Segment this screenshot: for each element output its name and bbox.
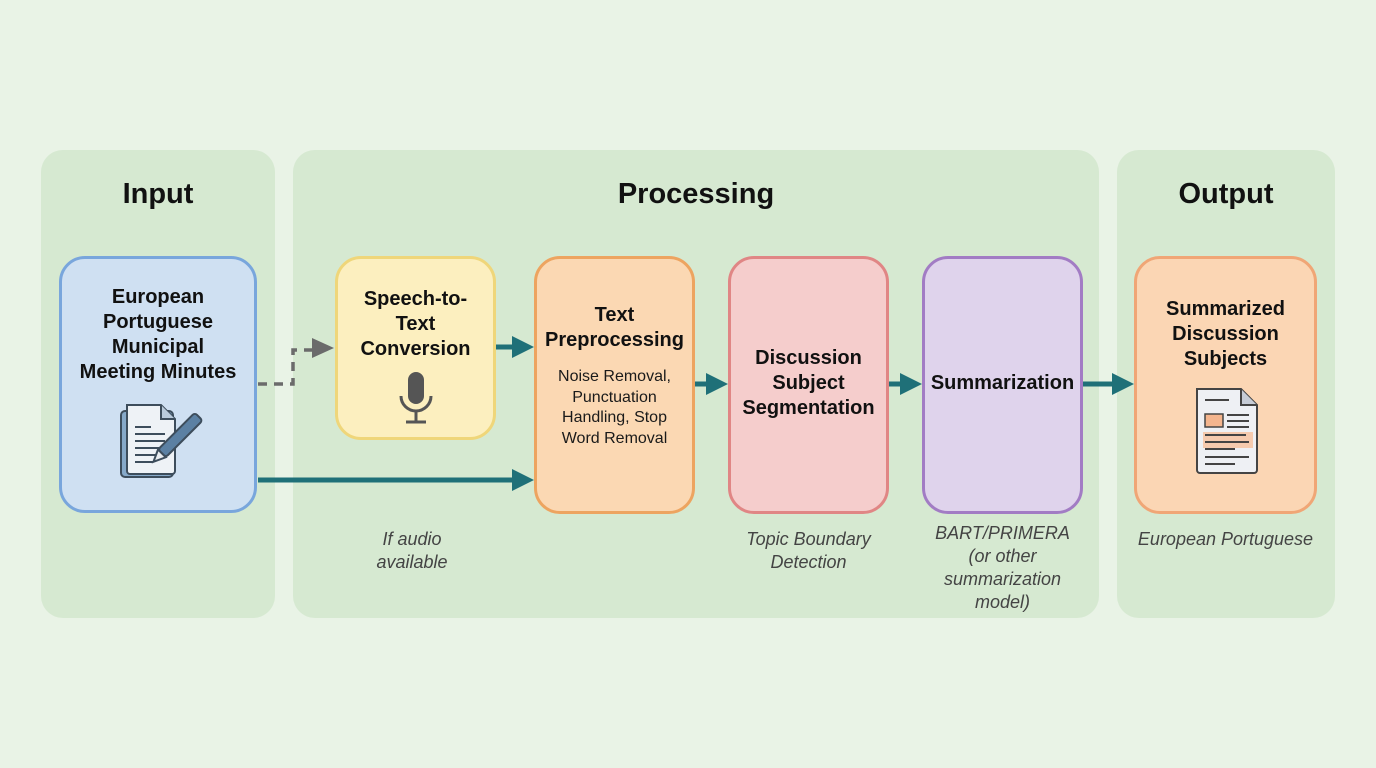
microphone-icon	[396, 370, 436, 431]
processing-panel-title: Processing	[617, 178, 775, 210]
result-title: Summarized Discussion Subjects	[1166, 298, 1285, 370]
source-node: European Portuguese Municipal Meeting Mi…	[59, 256, 257, 513]
arrow-summarization-to-result	[1083, 373, 1134, 395]
summarization-title: Summarization	[930, 371, 1075, 394]
speech-to-text-note: If audio available	[376, 529, 448, 572]
preprocessing-title: Text Preprocessing	[545, 304, 684, 351]
segmentation-note: Topic Boundary Detection	[746, 529, 871, 572]
segmentation-title: Discussion Subject Segmentation	[742, 346, 875, 419]
summarization-note: BART/PRIMERA (or other summarization mod…	[935, 523, 1070, 612]
arrow-segmentation-to-summarization	[889, 373, 922, 395]
summary-document-icon	[1191, 386, 1261, 481]
output-panel-title: Output	[1178, 178, 1274, 210]
input-panel-title: Input	[122, 178, 194, 210]
result-note: European Portuguese	[1137, 529, 1314, 549]
source-node-title: European Portuguese Municipal Meeting Mi…	[79, 286, 237, 383]
dashed-arrow-source-to-stt	[258, 338, 334, 386]
preprocessing-node: Text Preprocessing Noise Removal, Punctu…	[534, 256, 695, 514]
segmentation-node: Discussion Subject Segmentation	[728, 256, 889, 514]
arrow-source-to-preprocessing	[258, 469, 534, 491]
speech-to-text-title: Speech-to-Text Conversion	[360, 288, 471, 360]
arrow-preprocessing-to-segmentation	[695, 373, 728, 395]
preprocessing-subtitle: Noise Removal, Punctuation Handling, Sto…	[558, 368, 671, 447]
arrow-stt-to-preprocessing	[496, 336, 534, 358]
summarization-node: Summarization	[922, 256, 1083, 514]
result-node: Summarized Discussion Subjects	[1134, 256, 1317, 514]
speech-to-text-node: Speech-to-Text Conversion	[335, 256, 496, 440]
document-pen-icon	[113, 399, 203, 490]
